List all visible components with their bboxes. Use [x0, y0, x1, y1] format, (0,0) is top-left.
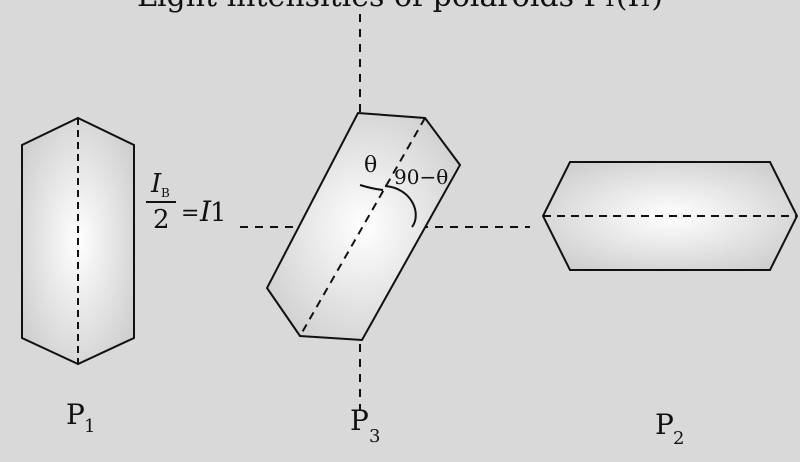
- label-p1-main: P: [66, 398, 85, 431]
- polaroid-p2: [541, 161, 799, 271]
- label-p2-sub: 2: [673, 428, 684, 449]
- label-p2-main: P: [655, 408, 674, 441]
- intensity-numerator: I: [150, 169, 162, 199]
- label-p3-sub: 3: [369, 426, 380, 447]
- diagram-title-partial: Light intensities of polaroids P₁(I₁): [137, 0, 663, 14]
- label-p1: P 1: [66, 398, 95, 437]
- label-p3: P 3: [350, 404, 380, 447]
- label-p1-sub: 1: [84, 416, 95, 437]
- polaroid-p1: [21, 116, 135, 366]
- label-p2: P 2: [655, 408, 684, 449]
- intensity-relation: I B 2 = I 1: [146, 169, 227, 235]
- label-p3-main: P: [350, 404, 369, 437]
- angle-theta-label: θ: [364, 153, 377, 178]
- angle-complement-label: 90−θ: [394, 165, 448, 189]
- intensity-equals: =: [181, 201, 199, 226]
- intensity-numerator-subscript: B: [161, 186, 170, 200]
- polaroid-p3: θ 90−θ: [265, 111, 462, 342]
- angle-theta-arc: [359, 184, 384, 191]
- intensity-denominator: 2: [153, 205, 170, 235]
- intensity-rhs-subscript: 1: [210, 198, 227, 228]
- angle-complement-arc: [384, 185, 417, 228]
- intensity-rhs: I: [199, 195, 212, 228]
